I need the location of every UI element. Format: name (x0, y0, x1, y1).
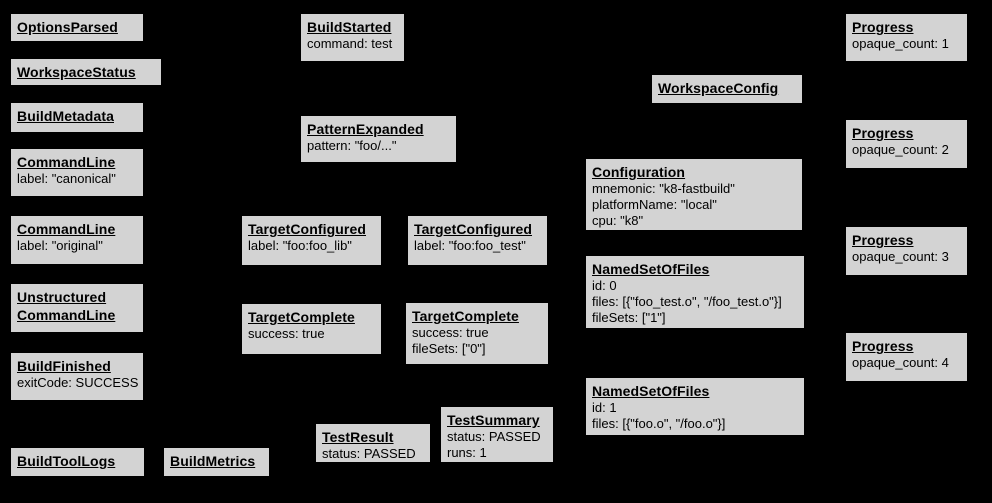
event-box-workspace-status: WorkspaceStatus (10, 58, 162, 86)
event-title: BuildToolLogs (17, 453, 116, 469)
event-box-workspace-config: WorkspaceConfig (651, 74, 803, 104)
event-title: Progress (852, 338, 914, 354)
event-box-named-set-of-files-1: NamedSetOfFiles id: 1 files: [{"foo.o", … (585, 377, 805, 436)
event-field: files: [{"foo.o", "/foo.o"}] (592, 416, 726, 431)
event-title: Progress (852, 19, 914, 35)
event-field: opaque_count: 3 (852, 249, 949, 264)
event-field: fileSets: ["1"] (592, 310, 666, 325)
event-title: TargetConfigured (248, 221, 367, 237)
event-field: id: 1 (592, 400, 617, 415)
event-box-configuration: Configuration mnemonic: "k8-fastbuild" p… (585, 158, 803, 231)
event-title: BuildMetadata (17, 108, 114, 124)
event-title: BuildMetrics (170, 453, 256, 469)
event-title: WorkspaceConfig (658, 80, 779, 96)
event-box-target-configured-foo-lib: TargetConfigured label: "foo:foo_lib" (241, 215, 382, 266)
event-field: command: test (307, 36, 393, 51)
event-field: opaque_count: 4 (852, 355, 949, 370)
event-title: TargetComplete (248, 309, 355, 325)
event-title: Configuration (592, 164, 686, 180)
event-box-build-started: BuildStarted command: test (300, 13, 405, 62)
event-field: label: "canonical" (17, 171, 116, 186)
event-box-target-configured-foo-test: TargetConfigured label: "foo:foo_test" (407, 215, 548, 266)
event-title: TestResult (322, 429, 394, 445)
event-title: WorkspaceStatus (17, 64, 136, 80)
event-box-target-complete-foo-test: TargetComplete success: true fileSets: [… (405, 302, 549, 365)
event-field: opaque_count: 1 (852, 36, 949, 51)
event-field: status: PASSED (447, 429, 541, 444)
event-field: exitCode: SUCCESS (17, 375, 139, 390)
event-title: CommandLine (17, 154, 116, 170)
event-box-progress-3: Progress opaque_count: 3 (845, 226, 968, 276)
event-title: PatternExpanded (307, 121, 424, 137)
event-box-command-line-original: CommandLine label: "original" (10, 215, 144, 265)
event-field: label: "original" (17, 238, 103, 253)
event-box-pattern-expanded: PatternExpanded pattern: "foo/..." (300, 115, 457, 163)
event-box-progress-4: Progress opaque_count: 4 (845, 332, 968, 382)
event-field: fileSets: ["0"] (412, 341, 486, 356)
event-field: label: "foo:foo_test" (414, 238, 526, 253)
event-field: label: "foo:foo_lib" (248, 238, 352, 253)
event-field: pattern: "foo/..." (307, 138, 397, 153)
event-title: TargetConfigured (414, 221, 533, 237)
event-title: OptionsParsed (17, 19, 118, 35)
event-title: TestSummary (447, 412, 540, 428)
event-box-build-metadata: BuildMetadata (10, 102, 144, 133)
event-box-unstructured-command-line: Unstructured CommandLine (10, 283, 144, 333)
event-field: runs: 1 (447, 445, 487, 460)
event-field: cpu: "k8" (592, 213, 644, 228)
event-title: NamedSetOfFiles (592, 383, 710, 399)
event-title: BuildStarted (307, 19, 392, 35)
event-title: Progress (852, 125, 914, 141)
event-box-build-tool-logs: BuildToolLogs (10, 447, 145, 477)
event-box-build-metrics: BuildMetrics (163, 447, 270, 477)
event-field: opaque_count: 2 (852, 142, 949, 157)
event-box-command-line-canonical: CommandLine label: "canonical" (10, 148, 144, 197)
event-title: Unstructured CommandLine (17, 289, 116, 323)
event-field: files: [{"foo_test.o", "/foo_test.o"}] (592, 294, 782, 309)
event-field: success: true (412, 325, 489, 340)
event-box-named-set-of-files-0: NamedSetOfFiles id: 0 files: [{"foo_test… (585, 255, 805, 329)
event-title: BuildFinished (17, 358, 111, 374)
event-box-options-parsed: OptionsParsed (10, 13, 144, 42)
event-field: platformName: "local" (592, 197, 717, 212)
event-title: NamedSetOfFiles (592, 261, 710, 277)
event-title: CommandLine (17, 221, 116, 237)
event-box-target-complete-foo-lib: TargetComplete success: true (241, 303, 382, 355)
event-title: Progress (852, 232, 914, 248)
event-box-build-finished: BuildFinished exitCode: SUCCESS (10, 352, 144, 401)
event-box-test-summary: TestSummary status: PASSED runs: 1 (440, 406, 554, 463)
event-title: TargetComplete (412, 308, 519, 324)
event-box-progress-2: Progress opaque_count: 2 (845, 119, 968, 169)
event-field: mnemonic: "k8-fastbuild" (592, 181, 735, 196)
event-field: id: 0 (592, 278, 617, 293)
event-box-test-result: TestResult status: PASSED (315, 423, 431, 463)
event-field: status: PASSED (322, 446, 416, 461)
event-box-progress-1: Progress opaque_count: 1 (845, 13, 968, 62)
event-field: success: true (248, 326, 325, 341)
